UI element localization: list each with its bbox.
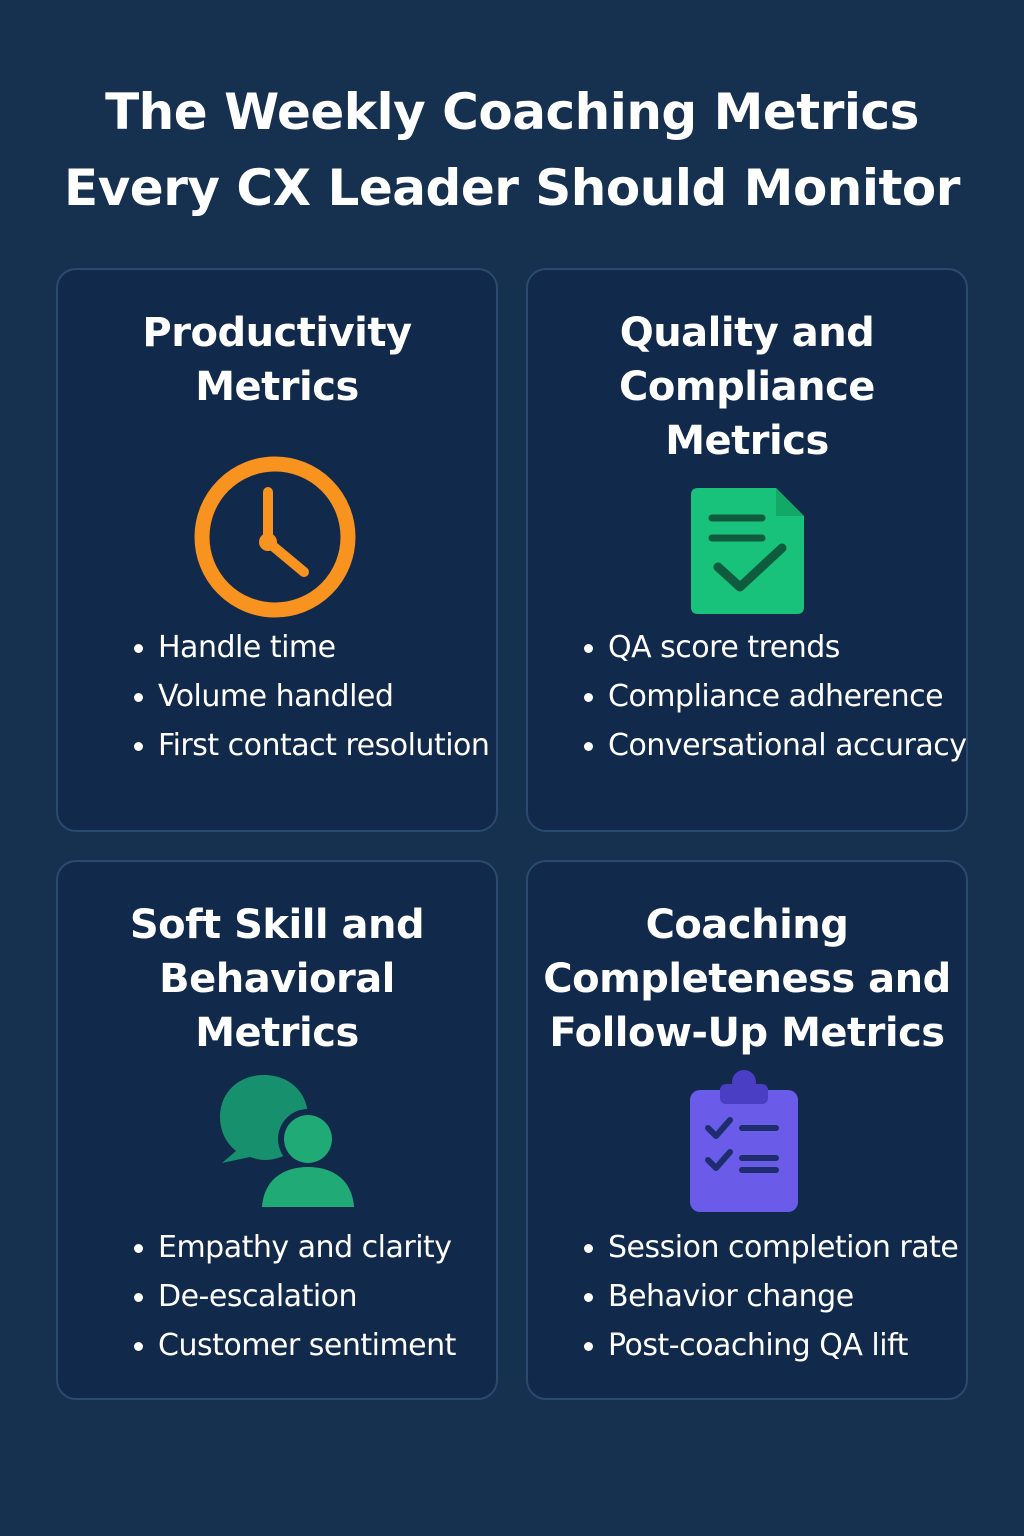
metric-item: Post-coaching QA lift [580,1326,970,1365]
metric-item: De-escalation [130,1277,490,1316]
card-title-line: Metrics [195,364,359,410]
card-title-line: Completeness and [543,956,951,1002]
card-title: Quality and Compliance Metrics [538,306,956,468]
card-coaching-follow-up-metrics: Coaching Completeness and Follow-Up Metr… [526,860,968,1400]
card-quality-compliance-metrics: Quality and Compliance Metrics QA score … [526,268,968,832]
clock-icon [194,456,356,618]
metric-item: Behavior change [580,1277,970,1316]
card-title-line: Metrics [665,418,829,464]
card-soft-skill-behavioral-metrics: Soft Skill and Behavioral Metrics Empath… [56,860,498,1400]
metric-item: Empathy and clarity [130,1228,490,1267]
metric-item: Session completion rate [580,1228,970,1267]
card-title: Productivity Metrics [68,306,486,414]
card-title: Coaching Completeness and Follow-Up Metr… [538,898,956,1060]
metric-list: Session completion rate Behavior change … [580,1228,970,1375]
clipboard-checklist-icon [690,1070,798,1212]
metric-list: QA score trends Compliance adherence Con… [580,628,970,775]
metric-list: Empathy and clarity De-escalation Custom… [130,1228,490,1375]
document-check-icon [691,488,804,614]
card-title-line: Behavioral [159,956,395,1002]
card-title-line: Coaching [645,902,849,948]
metric-item: QA score trends [580,628,970,667]
metric-item: First contact resolution [130,726,490,765]
metric-item: Conversational accuracy [580,726,970,765]
page-title: The Weekly Coaching Metrics Every CX Lea… [0,74,1024,226]
card-title: Soft Skill and Behavioral Metrics [68,898,486,1060]
metric-item: Compliance adherence [580,677,970,716]
card-title-line: Metrics [195,1010,359,1056]
card-title-line: Soft Skill and [129,902,425,948]
metric-item: Handle time [130,628,490,667]
card-productivity-metrics: Productivity Metrics Handle time Volume … [56,268,498,832]
page-title-line: Every CX Leader Should Monitor [64,159,960,217]
chat-person-icon [220,1075,354,1207]
card-title-line: Quality and [619,310,875,356]
card-title-line: Follow-Up Metrics [549,1010,945,1056]
card-title-line: Productivity [142,310,412,356]
page-title-line: The Weekly Coaching Metrics [105,83,919,141]
card-title-line: Compliance [619,364,875,410]
metric-list: Handle time Volume handled First contact… [130,628,490,775]
metric-item: Customer sentiment [130,1326,490,1365]
metric-item: Volume handled [130,677,490,716]
